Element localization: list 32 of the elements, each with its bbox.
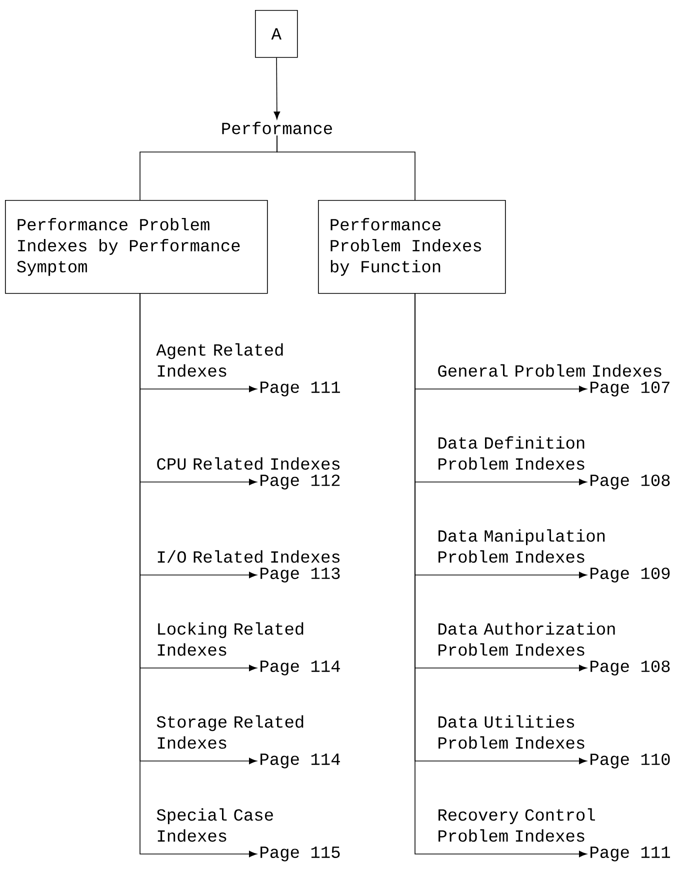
edge-label: I/O Related Indexes bbox=[158, 550, 340, 563]
page-reference: Page 108 bbox=[590, 660, 670, 676]
arrow bbox=[140, 293, 257, 858]
edge-label: CPU Related Indexes bbox=[157, 457, 340, 470]
edge-label: Data Manipulation Problem Indexes bbox=[438, 529, 605, 563]
page-reference: Page 110 bbox=[590, 754, 670, 768]
arrow bbox=[274, 57, 280, 120]
edge-label: General Problem Indexes bbox=[438, 364, 662, 377]
page-reference: Page 108 bbox=[590, 474, 670, 490]
page-reference: Page 115 bbox=[260, 846, 340, 862]
arrow bbox=[414, 293, 587, 858]
edge-label: Agent Related Indexes bbox=[156, 343, 283, 377]
page-reference: Page 112 bbox=[260, 474, 340, 490]
index-box: A bbox=[255, 10, 298, 58]
page-reference: Page 114 bbox=[260, 660, 340, 676]
page-reference: Page 111 bbox=[590, 846, 670, 862]
edge-label: Locking Related Indexes bbox=[158, 622, 304, 656]
page-reference: Page 109 bbox=[590, 568, 670, 582]
edge-label: Recovery Control Problem Indexes bbox=[438, 808, 595, 842]
edge-label: Storage Related Indexes bbox=[156, 715, 304, 749]
page-reference: Page 107 bbox=[590, 382, 670, 396]
page-reference: Page 111 bbox=[260, 382, 340, 396]
index-box: Performance Problem Indexes by Function bbox=[318, 200, 506, 294]
page-reference: Page 113 bbox=[260, 568, 340, 582]
heading-text: Performance bbox=[222, 122, 332, 134]
edge-label: Data Authorization Problem Indexes bbox=[438, 622, 615, 656]
edge-label: Special Case Indexes bbox=[156, 808, 273, 842]
edge-label: Data Definition Problem Indexes bbox=[438, 436, 584, 470]
edge-label: Data Utilities Problem Indexes bbox=[438, 715, 584, 749]
connector-line bbox=[276, 135, 416, 200]
page-reference: Page 114 bbox=[260, 754, 340, 768]
index-box: Performance Problem Indexes by Performance Symptom bbox=[5, 200, 268, 294]
